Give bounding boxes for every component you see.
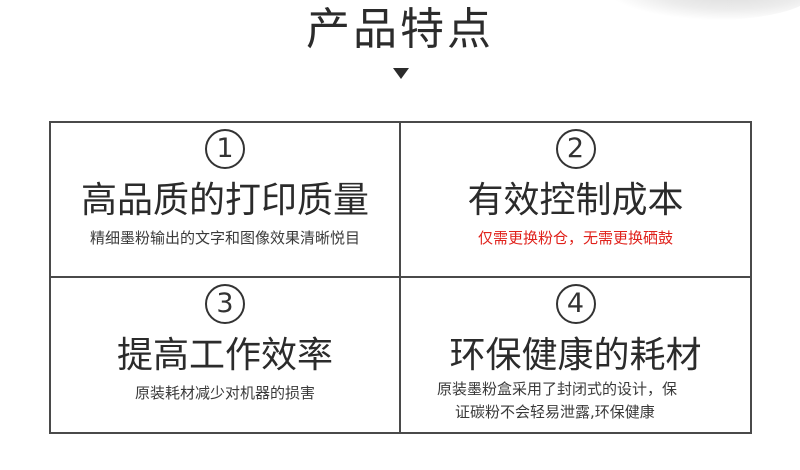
feature-description: 仅需更换粉仓，无需更换硒鼓 — [477, 229, 673, 247]
feature-description: 精细墨粉输出的文字和图像效果清晰悦目 — [89, 229, 360, 247]
feature-heading: 有效控制成本 — [467, 180, 684, 221]
circled-number-4: 4 — [555, 284, 596, 324]
down-triangle-icon — [393, 68, 409, 79]
feature-card-3: 3 提高工作效率 原装耗材减少对机器的损害 — [51, 278, 401, 432]
feature-description: 原装墨粉盒采用了封闭式的设计，保 证碳粉不会轻易泄露,环保健康 — [401, 378, 750, 424]
circled-number-1: 1 — [205, 129, 245, 169]
feature-heading: 环保健康的耗材 — [449, 335, 702, 376]
feature-heading: 高品质的打印质量 — [80, 180, 369, 221]
feature-number-badge: 2 — [401, 129, 750, 169]
feature-number-badge: 4 — [401, 284, 750, 324]
feature-number-badge: 1 — [51, 129, 399, 169]
circled-number-3: 3 — [205, 284, 245, 324]
feature-card-4: 4 环保健康的耗材 原装墨粉盒采用了封闭式的设计，保 证碳粉不会轻易泄露,环保健… — [401, 278, 750, 432]
feature-grid: 1 高品质的打印质量 精细墨粉输出的文字和图像效果清晰悦目 2 有效控制成本 仅… — [49, 121, 752, 434]
section-title: 产品特点 — [306, 4, 494, 55]
feature-number-badge: 3 — [51, 284, 399, 324]
circled-number-2: 2 — [555, 129, 596, 169]
feature-description-line-2: 证碳粉不会轻易泄露,环保健康 — [455, 403, 655, 421]
feature-card-2: 2 有效控制成本 仅需更换粉仓，无需更换硒鼓 — [401, 123, 750, 278]
feature-description: 原装耗材减少对机器的损害 — [134, 384, 315, 402]
feature-description-line-1: 原装墨粉盒采用了封闭式的设计，保 — [437, 380, 678, 398]
corner-shadow-decoration — [610, 0, 800, 20]
feature-heading: 提高工作效率 — [116, 335, 333, 376]
feature-card-1: 1 高品质的打印质量 精细墨粉输出的文字和图像效果清晰悦目 — [51, 123, 401, 278]
